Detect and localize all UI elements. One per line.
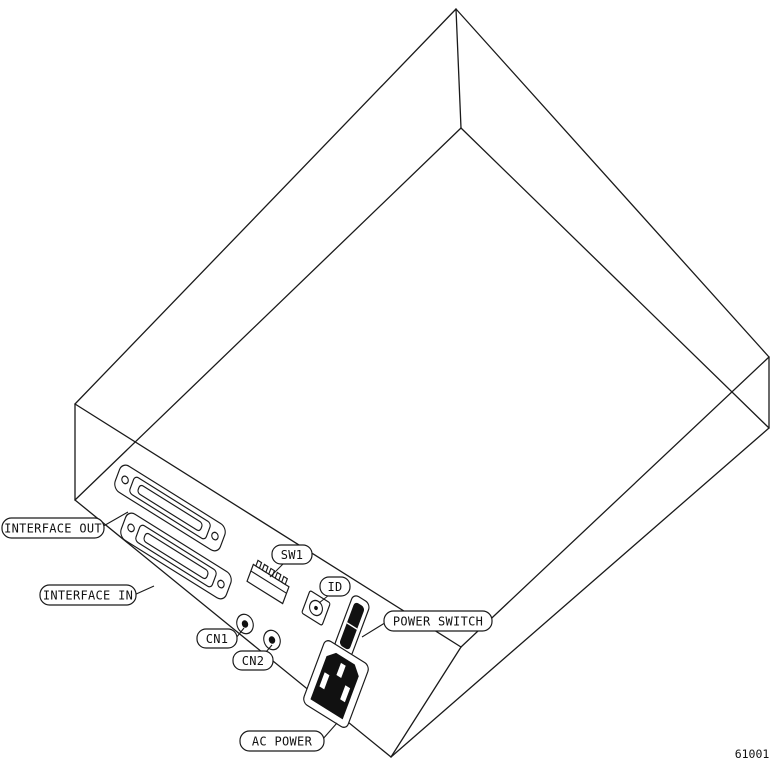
interface-in-callout: INTERFACE IN	[39, 584, 155, 606]
dip-switch-tooth	[261, 563, 269, 574]
cn2-jack	[263, 629, 281, 651]
cn2-callout: CN2	[232, 644, 274, 671]
callout-label: AC POWER	[252, 735, 313, 749]
cn1-callout: CN1	[196, 627, 245, 649]
box-edge	[455, 8, 770, 358]
callout-box	[319, 576, 351, 597]
callout-label: CN1	[206, 632, 229, 646]
cn1-jack	[236, 613, 254, 635]
mounting-hole-icon	[121, 475, 129, 485]
sw1-dip-switch	[246, 559, 290, 605]
leader-line	[265, 644, 273, 653]
leader-line	[133, 585, 155, 596]
power-switch-callout: POWER SWITCH	[361, 610, 493, 638]
sw1-callout: SW1	[269, 544, 313, 578]
callout-label: ID	[327, 580, 342, 594]
callout-box	[39, 584, 137, 606]
leader-line	[269, 562, 285, 578]
dip-switch-detail	[250, 570, 287, 594]
leader-line	[99, 511, 129, 529]
connector-slot	[137, 484, 203, 532]
mounting-hole-icon	[211, 531, 219, 541]
box-edge	[390, 427, 770, 758]
box-edge	[74, 8, 457, 405]
jack-pin	[241, 620, 249, 628]
box-edge	[460, 127, 770, 429]
callout-label: INTERFACE IN	[43, 589, 133, 603]
rocker-seam	[346, 622, 358, 630]
box-edge	[390, 646, 462, 758]
ac-power-callout: AC POWER	[239, 722, 338, 752]
leader-line	[321, 722, 338, 741]
jack-pin	[268, 636, 276, 644]
box-edge	[74, 127, 462, 501]
mounting-hole-icon	[127, 523, 135, 533]
connector-slot	[143, 532, 209, 580]
dip-switch-tooth	[255, 559, 263, 570]
figure-number: 61001	[735, 747, 770, 761]
callout-box	[383, 610, 493, 632]
box-edge	[460, 356, 770, 648]
rotary-switch-slot	[314, 605, 318, 611]
mounting-hole-icon	[217, 579, 225, 589]
callout-box	[1, 517, 105, 539]
ac-power-inlet	[303, 640, 369, 728]
callout-label: POWER SWITCH	[393, 615, 483, 629]
id-callout: ID	[318, 576, 351, 604]
interface-out-connector	[114, 464, 226, 552]
callout-box	[239, 730, 325, 752]
inlet-pin-live	[319, 672, 330, 690]
dip-switch-tooth	[280, 575, 289, 586]
callout-box	[196, 628, 238, 649]
dip-switch-body	[246, 563, 290, 605]
enclosure-wireframe	[74, 8, 770, 758]
callout-label: INTERFACE OUT	[4, 522, 102, 536]
interface-in-connector	[120, 512, 232, 600]
inlet-face	[310, 652, 359, 720]
dip-switch-tooth	[274, 571, 282, 582]
callout-box	[271, 544, 313, 565]
box-edge	[74, 403, 462, 648]
inlet-pin-neutral	[340, 685, 351, 703]
interface-out-callout: INTERFACE OUT	[1, 511, 129, 539]
inlet-pin-earth	[336, 662, 346, 678]
callout-label: CN2	[242, 654, 265, 668]
power-switch-rocker	[334, 595, 370, 657]
box-edge	[455, 8, 462, 129]
callout-label: SW1	[281, 548, 304, 562]
callout-box	[232, 650, 274, 671]
